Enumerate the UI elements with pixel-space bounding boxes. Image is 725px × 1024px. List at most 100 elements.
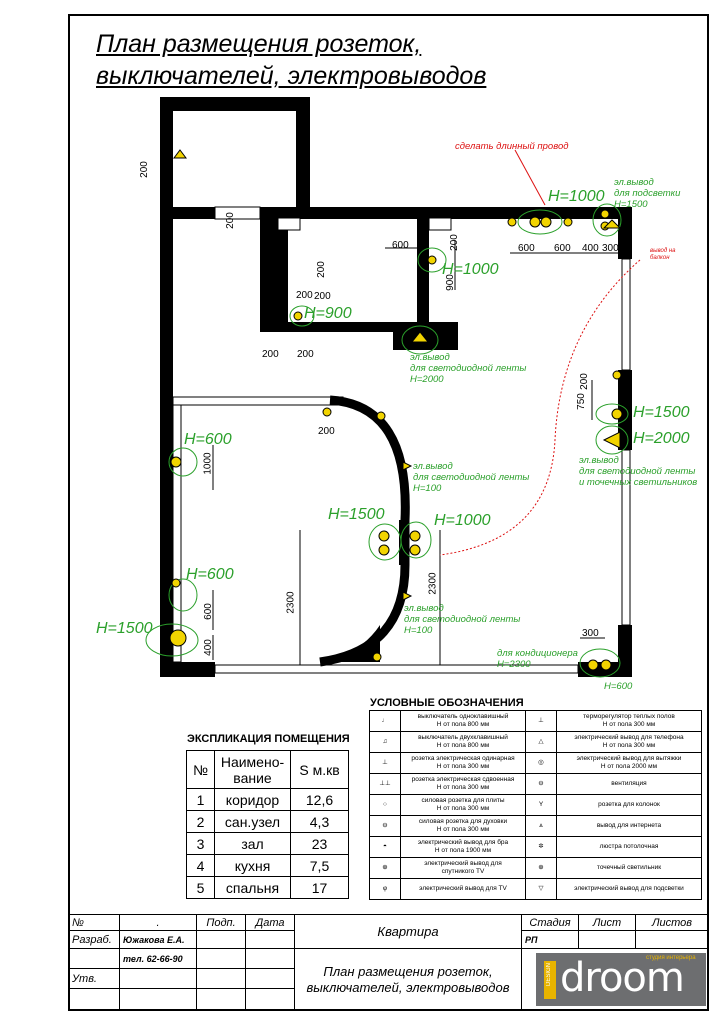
- note-line: H=1500: [614, 199, 648, 210]
- legend-text: розетка электрическая одинарная: [411, 755, 515, 762]
- legend-text: H от пола 300 мм: [436, 784, 490, 791]
- stamp-cell: №: [68, 914, 120, 931]
- stamp-author: Южакова Е.А.: [119, 930, 197, 949]
- dim-label: 200: [138, 161, 150, 178]
- stamp-cell: [245, 988, 295, 1011]
- logo-tag: студия интерьера: [646, 955, 696, 961]
- legend-text: H от пола 1900 мм: [434, 847, 492, 854]
- cell: сан.узел: [214, 810, 291, 833]
- door-gap: [214, 206, 261, 220]
- cell: 7,5: [290, 854, 349, 877]
- note-led-strip-2: эл.вывод для светодиодной ленты и точечн…: [579, 455, 697, 488]
- height-label: H=900: [304, 305, 352, 322]
- dim-label: 300: [602, 243, 619, 254]
- note-led-strip-1: эл.вывод для светодиодной ленты H=2000: [410, 352, 526, 385]
- speaker-icon: Y: [525, 794, 557, 816]
- legend-text: H от пола 300 мм: [602, 742, 656, 749]
- wall-right-mid: [618, 370, 632, 450]
- sconce-icon: ◓: [369, 836, 401, 858]
- note-line: эл.вывод: [410, 352, 450, 363]
- hood-icon: ◎: [525, 752, 557, 774]
- dim-label: 200: [262, 349, 279, 360]
- legend-text: точечный светильник: [596, 864, 662, 871]
- legend-text: H от пола 300 мм: [436, 805, 490, 812]
- stamp-phone: тел. 62-66-90: [119, 948, 197, 969]
- height-label: H=2000: [633, 430, 690, 447]
- stamp-row: Разраб. Южакова Е.А. РП: [68, 930, 709, 949]
- title-line-2: выключателей, электровыводов: [96, 62, 487, 90]
- legend-text: розетка для колонок: [598, 801, 660, 808]
- backlight-icon: ▽: [525, 878, 557, 900]
- legend-text: люстра потолочная: [599, 843, 659, 850]
- note-line: H=2300: [497, 659, 531, 670]
- height-label: H=1000: [434, 512, 491, 529]
- col-name: Наимено-вание: [214, 750, 291, 789]
- note-line: для светодиодной ленты: [413, 472, 530, 483]
- note-line: эл.вывод: [413, 461, 453, 472]
- stamp-stage: РП: [521, 930, 579, 949]
- legend-cell: вывод для интернета: [556, 815, 702, 837]
- legend-text: электрический вывод для подсветки: [574, 885, 684, 892]
- col-name-line: Наимено-: [220, 753, 285, 770]
- stamp-cell: [196, 930, 246, 949]
- legend-text: вентиляция: [611, 780, 647, 787]
- legend-cell: люстра потолочная: [556, 836, 702, 858]
- height-label: H=1500: [633, 404, 690, 421]
- stamp-cell: [196, 988, 246, 1011]
- openings: [172, 217, 631, 674]
- stamp-cell: [245, 930, 295, 949]
- dim-label: 200: [314, 291, 331, 302]
- legend-text: H от пола 300 мм: [436, 763, 490, 770]
- note-line: H=2000: [410, 374, 444, 385]
- cell: коридор: [214, 788, 291, 811]
- dim-label: 2300: [427, 572, 439, 595]
- spotlight-icon: ⊕: [525, 857, 557, 879]
- legend-text: вывод для интернета: [596, 822, 662, 829]
- stamp-cell: [635, 930, 709, 949]
- cell: 4: [186, 854, 215, 877]
- oven-socket-icon: ⊖: [369, 815, 401, 837]
- stamp-cell: [196, 968, 246, 989]
- dim-label: 200: [315, 261, 327, 278]
- dim-label: 750: [575, 393, 587, 410]
- wall-top-left-right: [296, 97, 310, 212]
- dim-label: 600: [518, 243, 535, 254]
- stamp-cell: Утв.: [68, 968, 120, 989]
- note-backlight: эл.вывод для подсветки H=1500: [614, 177, 680, 210]
- cell: 17: [290, 876, 349, 899]
- cell: 12,6: [290, 788, 349, 811]
- note-balcony: вывод на балкон: [650, 248, 676, 261]
- note-line: H=100: [413, 483, 442, 494]
- note-line: эл.вывод: [404, 603, 444, 614]
- bath-wall-bottom: [260, 322, 420, 332]
- tv-icon: φ: [369, 878, 401, 900]
- dim-label: 200: [578, 373, 590, 390]
- legend-text: электрический вывод для: [424, 860, 502, 867]
- legend-text: выключатель одноклавишный: [417, 713, 509, 720]
- stamp-cell: [68, 988, 120, 1011]
- note-line: для светодиодной ленты: [404, 614, 521, 625]
- stamp-sheet-title-line: выключателей, электровыводов: [306, 979, 510, 995]
- note-aircon: для кондиционера H=2300: [497, 648, 578, 670]
- curve-base: [320, 625, 380, 662]
- satellite-tv-icon: ⊕: [369, 857, 401, 879]
- legend-cell: электрический вывод для подсветки: [556, 878, 702, 900]
- internet-icon: ⩓: [525, 815, 557, 837]
- stamp-cell: [578, 930, 636, 949]
- height-label: H=1000: [442, 261, 499, 278]
